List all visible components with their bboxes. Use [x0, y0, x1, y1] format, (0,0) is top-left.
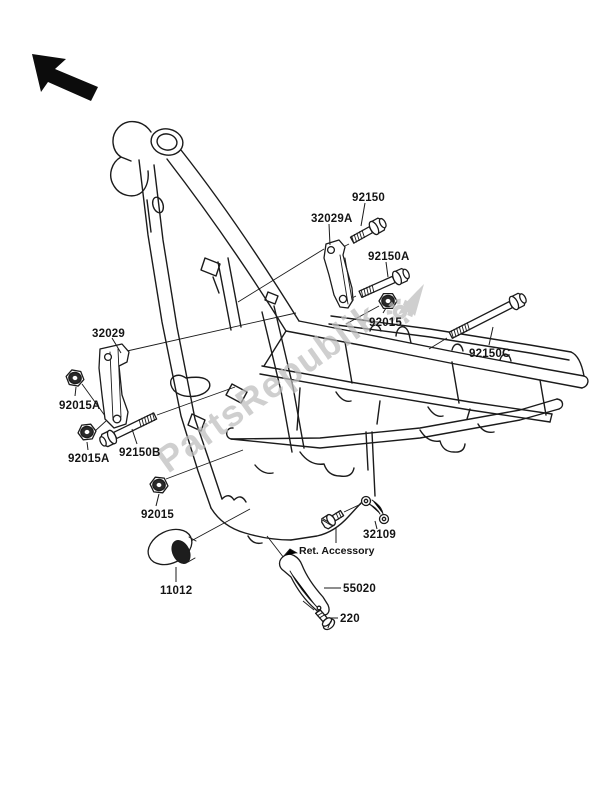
part-bracket-32029a [323, 239, 354, 309]
part-bolt-92150a [358, 267, 410, 299]
part-cap-11012 [147, 528, 197, 566]
label-32109: 32109 [363, 529, 396, 541]
part-nut-92015a-lower [77, 423, 97, 441]
direction-arrow-icon [32, 54, 98, 101]
assembly-lines [81, 243, 448, 611]
watermark: PartsRepublik [149, 284, 424, 481]
part-labels: 92150 32029A 92150A 92015 92150C 32029 9… [59, 192, 510, 625]
part-guard-55020 [278, 548, 330, 616]
part-nut-92015-left [149, 476, 169, 494]
label-220: 220 [340, 613, 360, 625]
label-92150b: 92150B [119, 447, 160, 459]
part-bracket-32029 [98, 343, 130, 429]
part-bolt-92150 [349, 217, 387, 244]
part-bolt-92150c [448, 292, 527, 339]
label-92150a: 92150A [368, 251, 409, 263]
label-92015a-lower: 92015A [68, 453, 109, 465]
label-ref-accessory: Ret. Accessory [299, 545, 375, 557]
label-92015a-upper: 92015A [59, 400, 100, 412]
label-92015-right: 92015 [369, 317, 402, 329]
part-stay-32109 [360, 495, 390, 525]
label-32029a: 32029A [311, 213, 352, 225]
part-screw-220 [314, 608, 336, 631]
label-92150c: 92150C [469, 348, 510, 360]
label-92150: 92150 [352, 192, 385, 204]
label-92015-left: 92015 [141, 509, 174, 521]
leader-lines [74, 202, 494, 619]
watermark-plane-icon [398, 284, 424, 316]
label-32029: 32029 [92, 328, 125, 340]
label-11012: 11012 [160, 585, 192, 597]
part-bolt-92150b [99, 412, 158, 448]
watermark-text: PartsRepublik [149, 295, 386, 480]
part-nut-92015a-upper [65, 369, 85, 387]
part-ref-accessory-bolt [321, 509, 345, 530]
label-55020: 55020 [343, 583, 376, 595]
frame-drawing [110, 121, 589, 545]
